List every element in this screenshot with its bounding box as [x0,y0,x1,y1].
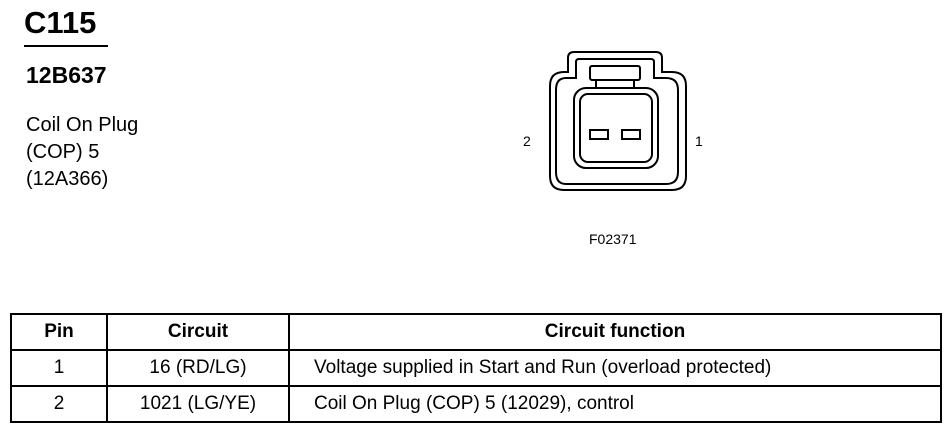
description-line: (12A366) [26,168,109,190]
description-line: Coil On Plug [26,114,139,136]
column-header-function: Circuit function [288,313,942,351]
connector-inner-housing [555,58,679,185]
connector-terminal-block [573,87,659,169]
connector-id-underline [24,45,108,47]
pin-slot-1 [621,129,641,140]
pin-1-label: 1 [695,133,703,149]
pin-slot-2 [589,129,609,140]
cell-pin: 2 [10,385,108,423]
connector-face-diagram [549,51,687,191]
figure-code: F02371 [589,231,637,247]
cell-function: Voltage supplied in Start and Run (overl… [288,349,942,387]
table-row: 1 16 (RD/LG) Voltage supplied in Start a… [10,349,942,387]
connector-outer-housing [549,51,687,191]
pin-2-label: 2 [523,133,531,149]
component-description: Coil On Plug (COP) 5 (12A366) [26,112,138,193]
pin-table: Pin Circuit Circuit function 1 16 (RD/LG… [10,313,942,423]
cell-function: Coil On Plug (COP) 5 (12029), control [288,385,942,423]
part-number: 12B637 [26,62,107,88]
column-header-pin: Pin [10,313,108,351]
connector-id: C115 [24,5,97,40]
connector-latch [589,65,641,81]
description-line: (COP) 5 [26,141,100,163]
column-header-circuit: Circuit [106,313,290,351]
table-header-row: Pin Circuit Circuit function [10,313,942,351]
cell-pin: 1 [10,349,108,387]
table-row: 2 1021 (LG/YE) Coil On Plug (COP) 5 (120… [10,385,942,423]
cell-circuit: 16 (RD/LG) [106,349,290,387]
cell-circuit: 1021 (LG/YE) [106,385,290,423]
